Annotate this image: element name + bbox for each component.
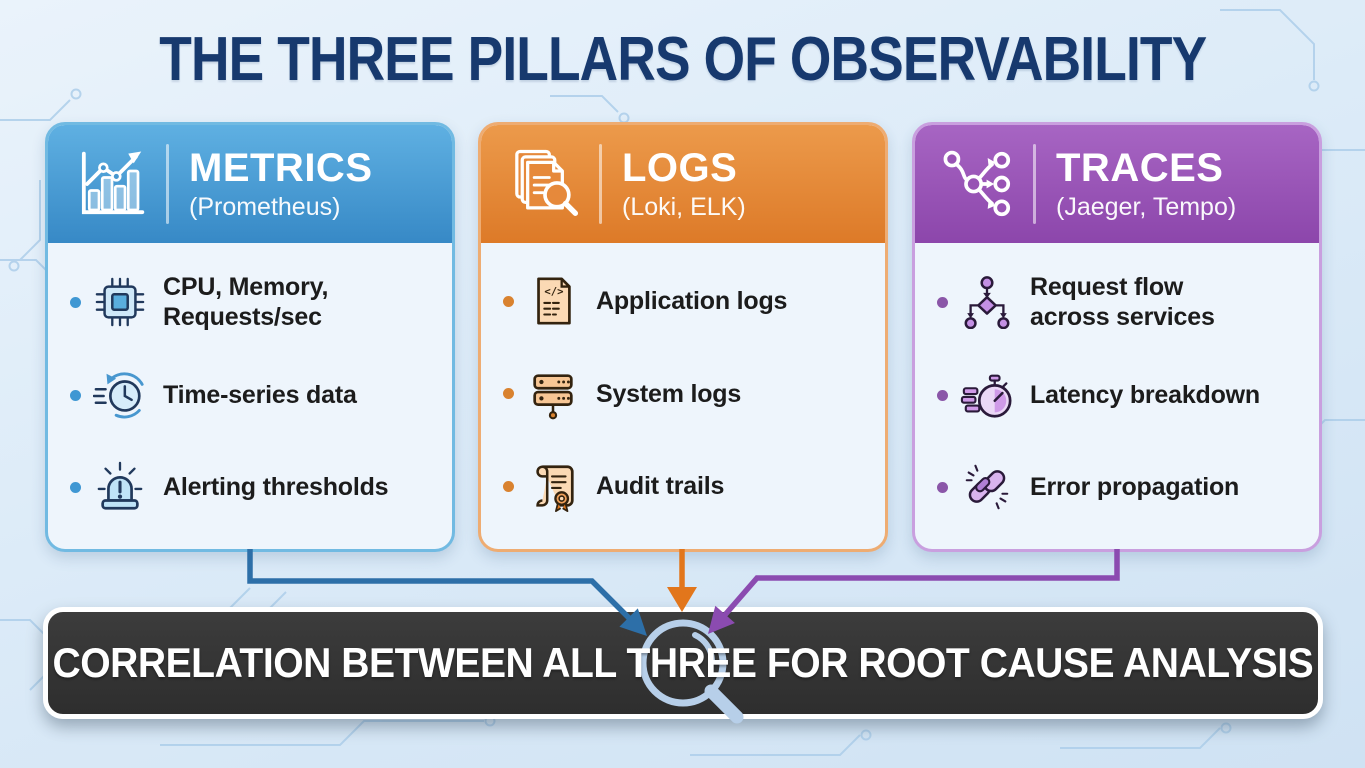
banner-label: CORRELATION BETWEEN ALL THREE FOR ROOT C…: [52, 639, 1314, 686]
bullet-dot: [70, 481, 81, 493]
logs-card: LOGS (Loki, ELK) </> Application: [478, 122, 888, 552]
page-title: THE THREE PILLARS OF OBSERVABILITY: [158, 25, 1207, 94]
title-bar: THE THREE PILLARS OF OBSERVABILITY: [0, 24, 1365, 95]
list-item: Latency breakdown: [933, 366, 1303, 424]
svg-text:</>: </>: [544, 287, 563, 299]
server-stack-icon: [524, 365, 582, 423]
item-label: Audit trails: [596, 472, 725, 501]
service-flowchart-icon: [958, 273, 1016, 331]
item-label: Request flow across services: [1030, 272, 1215, 332]
list-item: Error propagation: [933, 458, 1303, 516]
error-chain-link-icon: [958, 458, 1016, 516]
item-label: Error propagation: [1030, 472, 1240, 501]
bullet-dot: [70, 389, 81, 401]
header-divider: [166, 144, 169, 224]
audit-scroll-icon: [524, 458, 582, 516]
traces-card-body: Request flow across services: [915, 243, 1319, 549]
request-flow-graph-icon: [937, 142, 1021, 226]
logs-subtitle: (Loki, ELK): [622, 193, 746, 222]
metrics-card-body: CPU, Memory, Requests/sec: [48, 243, 452, 549]
metrics-subtitle: (Prometheus): [189, 193, 341, 222]
list-item: System logs: [499, 365, 869, 423]
latency-stopwatch-icon: [958, 366, 1016, 424]
time-series-clock-icon: [91, 366, 149, 424]
bullet-dot: [503, 481, 514, 493]
bullet-dot: [503, 295, 514, 307]
item-label: Alerting thresholds: [163, 472, 389, 501]
list-item: CPU, Memory, Requests/sec: [66, 272, 436, 333]
metrics-card-header: METRICS (Prometheus): [48, 125, 452, 243]
metrics-title: METRICS: [189, 145, 373, 190]
bullet-dot: [937, 296, 948, 308]
item-label: CPU, Memory, Requests/sec: [163, 272, 329, 332]
header-divider: [1033, 144, 1036, 224]
list-item: Time-series data: [66, 366, 436, 424]
list-item: Audit trails: [499, 458, 869, 516]
magnifier-icon: [639, 619, 744, 724]
metrics-card: METRICS (Prometheus): [45, 122, 455, 552]
logs-card-body: </> Application logs: [481, 243, 885, 549]
traces-subtitle: (Jaeger, Tempo): [1056, 193, 1237, 222]
list-item: Request flow across services: [933, 272, 1303, 333]
banner-label-wrap: CORRELATION BETWEEN ALL THREE FOR ROOT C…: [43, 607, 1323, 719]
item-label: Application logs: [596, 287, 788, 316]
bullet-dot: [70, 296, 81, 308]
item-label: System logs: [596, 379, 742, 408]
alert-siren-icon: [91, 458, 149, 516]
item-label: Latency breakdown: [1030, 381, 1260, 410]
traces-title: TRACES: [1056, 145, 1224, 190]
bullet-dot: [503, 388, 514, 400]
item-label: Time-series data: [163, 381, 357, 410]
bullet-dot: [937, 481, 948, 493]
cpu-chip-icon: [91, 273, 149, 331]
logs-card-header: LOGS (Loki, ELK): [481, 125, 885, 243]
list-item: </> Application logs: [499, 272, 869, 330]
list-item: Alerting thresholds: [66, 458, 436, 516]
traces-card-header: TRACES (Jaeger, Tempo): [915, 125, 1319, 243]
bullet-dot: [937, 389, 948, 401]
application-log-file-icon: </>: [524, 272, 582, 330]
log-documents-search-icon: [503, 142, 587, 226]
bar-chart-trend-icon: [70, 142, 154, 226]
traces-card: TRACES (Jaeger, Tempo): [912, 122, 1322, 552]
logs-title: LOGS: [622, 145, 738, 190]
header-divider: [599, 144, 602, 224]
